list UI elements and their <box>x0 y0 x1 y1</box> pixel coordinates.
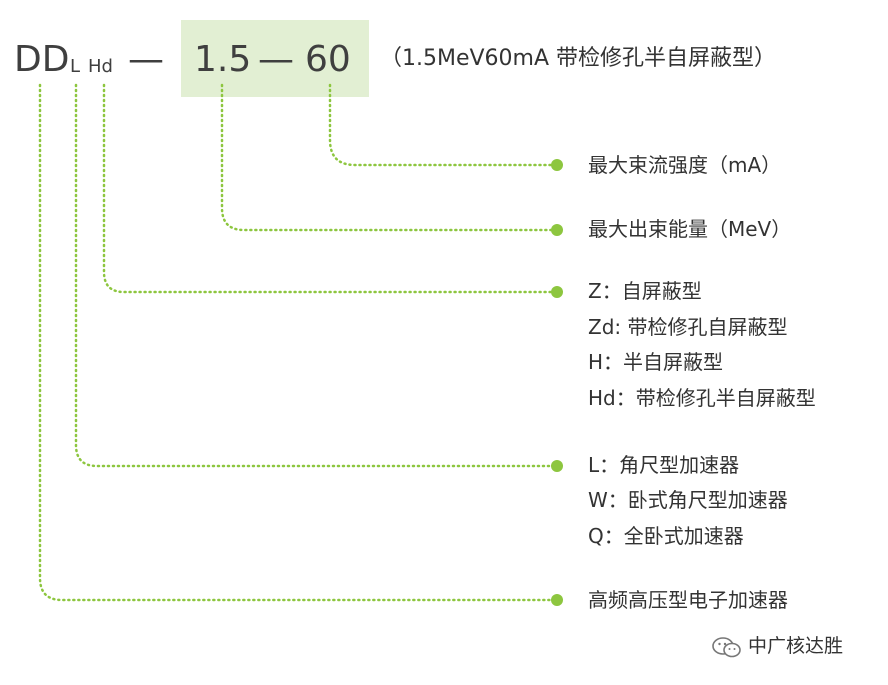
model-sub-l: L <box>70 56 81 77</box>
watermark-text: 中广核达胜 <box>748 635 844 657</box>
dot-shield <box>551 286 563 298</box>
connector-type <box>38 83 559 602</box>
model-description: （1.5MeV60mA 带检修孔半自屏蔽型） <box>380 46 777 71</box>
dot-structure <box>551 460 563 472</box>
label-shield-z: Z：自屏蔽型 <box>588 279 702 303</box>
dot-energy <box>551 224 563 236</box>
connector-energy <box>220 83 559 232</box>
label-shield-hd: Hd：带检修孔半自屏蔽型 <box>588 386 816 410</box>
dot-type <box>551 594 563 606</box>
model-prefix: DD <box>14 39 70 80</box>
label-structure-w: W：卧式角尺型加速器 <box>588 488 788 512</box>
label-energy: 最大出束能量（MeV） <box>588 217 792 241</box>
label-structure-l: L：角尺型加速器 <box>588 453 740 477</box>
model-dash-1: — <box>128 39 164 80</box>
model-current: 60 <box>305 39 351 80</box>
connector-shield <box>102 83 559 294</box>
model-sub-hd: Hd <box>88 56 113 77</box>
model-energy: 1.5 <box>194 39 252 80</box>
value-highlight-box <box>181 20 369 97</box>
model-dash-2: — <box>258 39 294 80</box>
connector-structure <box>74 83 559 468</box>
label-current: 最大束流强度（mA） <box>588 153 782 177</box>
label-structure-q: Q：全卧式加速器 <box>588 524 744 548</box>
dot-current <box>551 159 563 171</box>
label-type: 高频高压型电子加速器 <box>588 588 788 612</box>
wechat-icon <box>712 637 741 658</box>
label-shield-zd: Zd: 带检修孔自屏蔽型 <box>588 315 788 339</box>
label-shield-h: H：半自屏蔽型 <box>588 350 724 374</box>
connector-current <box>328 83 559 167</box>
